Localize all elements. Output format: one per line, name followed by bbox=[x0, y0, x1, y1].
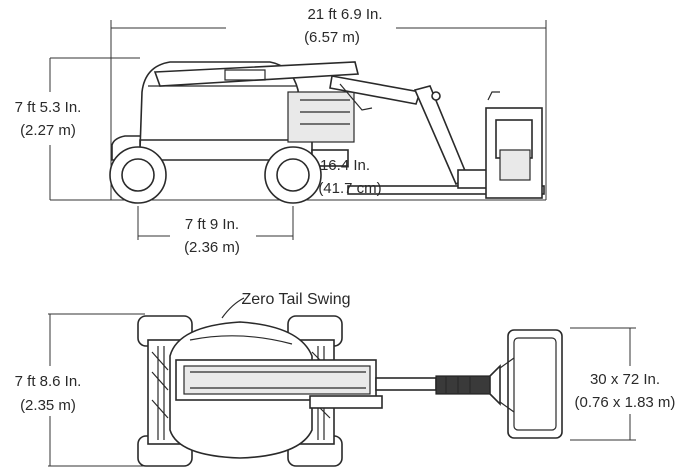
side-view: 21 ft 6.9 In. (6.57 m) 7 ft 5.3 In. (2.2… bbox=[15, 6, 547, 256]
platform-size-metric: (0.76 x 1.83 m) bbox=[575, 394, 676, 411]
side-rear-wheel bbox=[264, 146, 322, 204]
overall-length-dimension: 21 ft 6.9 In. (6.57 m) bbox=[110, 6, 547, 200]
overall-length-metric: (6.57 m) bbox=[304, 29, 360, 46]
overall-width-metric: (2.35 m) bbox=[20, 397, 76, 414]
wheelbase-imperial: 7 ft 9 In. bbox=[185, 216, 239, 233]
ground-clearance-metric: (41.7 cm) bbox=[318, 180, 381, 197]
side-platform bbox=[485, 91, 543, 199]
top-platform bbox=[499, 329, 563, 439]
side-boom bbox=[153, 61, 489, 189]
platform-size-imperial: 30 x 72 In. bbox=[590, 371, 660, 388]
stowed-height-imperial: 7 ft 5.3 In. bbox=[15, 99, 82, 116]
overall-width-dimension: 7 ft 8.6 In. (2.35 m) bbox=[15, 313, 145, 467]
overall-width-imperial: 7 ft 8.6 In. bbox=[15, 373, 82, 390]
stowed-height-metric: (2.27 m) bbox=[20, 122, 76, 139]
platform-size-dimension: 30 x 72 In. (0.76 x 1.83 m) bbox=[570, 327, 676, 441]
stowed-height-dimension: 7 ft 5.3 In. (2.27 m) bbox=[15, 57, 546, 201]
top-boom bbox=[175, 359, 501, 409]
zero-tail-swing-label: Zero Tail Swing bbox=[241, 291, 350, 308]
top-view: 7 ft 8.6 In. (2.35 m) Zero Tail Swing bbox=[15, 291, 676, 467]
ground-clearance-imperial: 16.4 In. bbox=[320, 157, 370, 174]
ground-clearance-dimension: 16.4 In. (41.7 cm) bbox=[318, 157, 381, 197]
wheelbase-metric: (2.36 m) bbox=[184, 239, 240, 256]
zero-tail-swing-callout: Zero Tail Swing bbox=[221, 291, 351, 319]
overall-length-imperial: 21 ft 6.9 In. bbox=[307, 6, 382, 23]
side-chassis bbox=[111, 61, 545, 195]
wheelbase-dimension: 7 ft 9 In. (2.36 m) bbox=[137, 206, 294, 256]
side-front-wheel bbox=[109, 146, 167, 204]
